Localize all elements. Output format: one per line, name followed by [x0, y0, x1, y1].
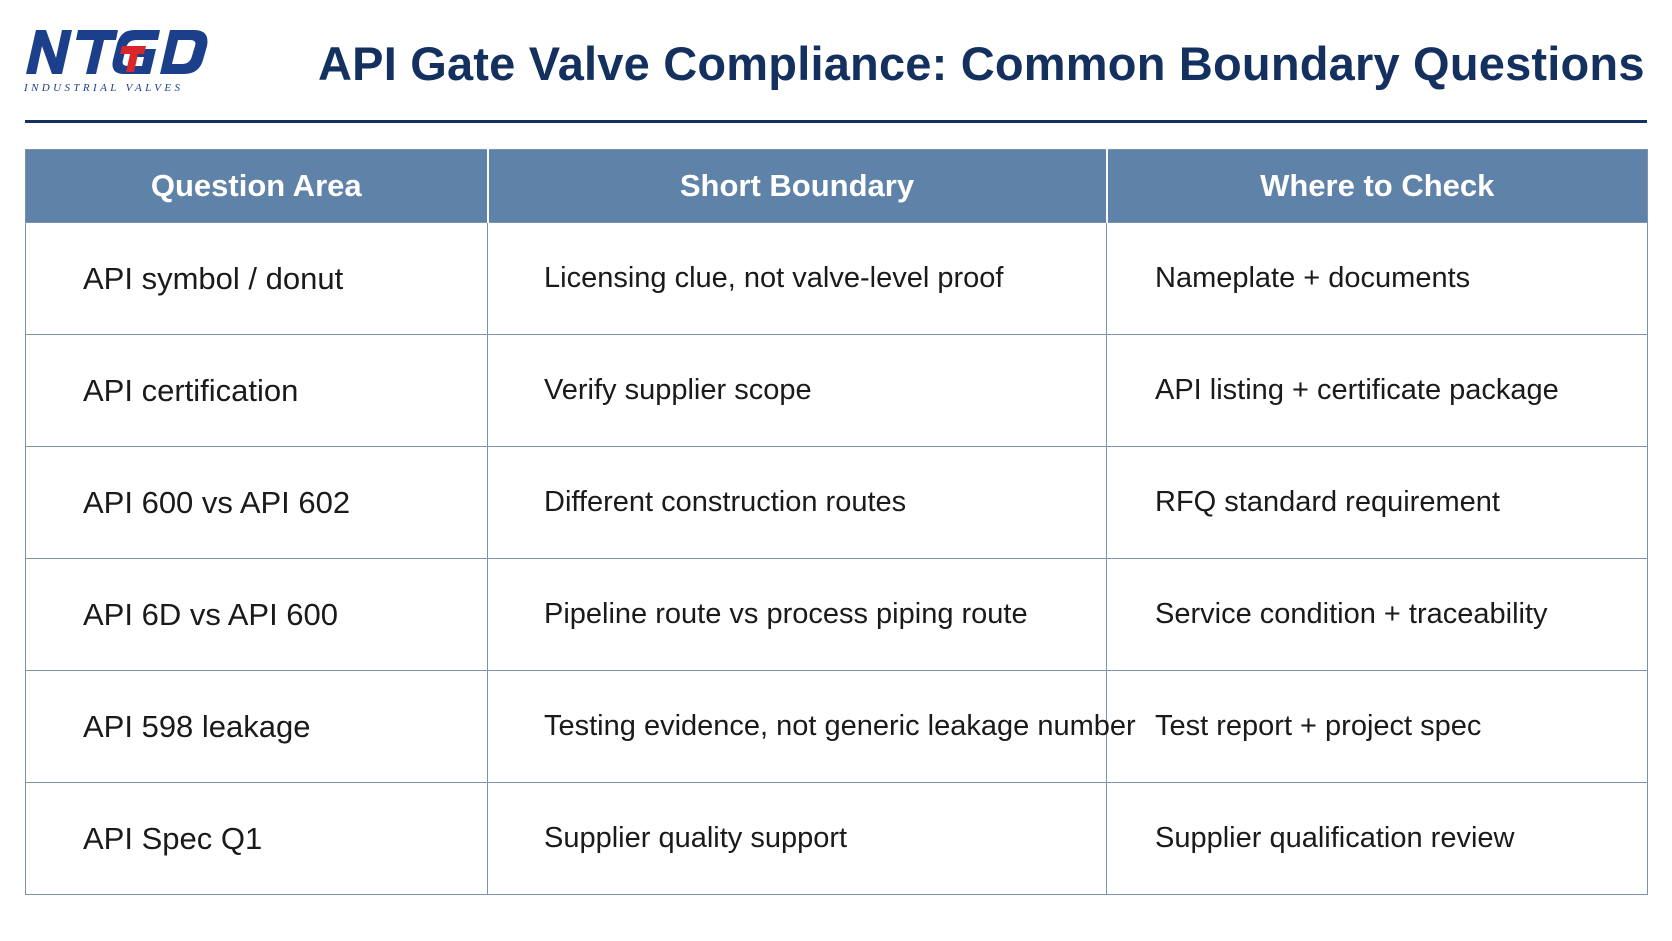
where-to-check-cell: Supplier qualification review [1106, 782, 1648, 895]
short-boundary-cell: Testing evidence, not generic leakage nu… [487, 670, 1136, 783]
question-area-cell: API symbol / donut [25, 222, 488, 335]
where-to-check-cell: Service condition + traceability [1106, 558, 1648, 671]
short-boundary-cell: Supplier quality support [487, 782, 1107, 895]
short-boundary-cell: Pipeline route vs process piping route [487, 558, 1107, 671]
boundary-questions-table: Question Area Short Boundary Where to Ch… [25, 149, 1648, 895]
table-row: API 600 vs API 602 Different constructio… [25, 446, 1648, 559]
table-row: API Spec Q1 Supplier quality support Sup… [25, 782, 1648, 895]
short-boundary-cell: Different construction routes [487, 446, 1107, 559]
table-row: API 598 leakage Testing evidence, not ge… [25, 670, 1648, 783]
where-to-check-cell: API listing + certificate package [1106, 334, 1648, 447]
where-to-check-cell: Nameplate + documents [1106, 222, 1648, 335]
logo-subtitle: INDUSTRIAL VALVES [24, 82, 184, 94]
question-area-cell: API 6D vs API 600 [25, 558, 488, 671]
table-row: API 6D vs API 600 Pipeline route vs proc… [25, 558, 1648, 671]
ntgd-logo-mark [26, 30, 208, 74]
table-row: API certification Verify supplier scope … [25, 334, 1648, 447]
question-area-cell: API 598 leakage [25, 670, 488, 783]
company-logo: INDUSTRIAL VALVES [22, 24, 212, 96]
column-header-where-to-check: Where to Check [1105, 149, 1648, 223]
question-area-cell: API certification [25, 334, 488, 447]
table-header-row: Question Area Short Boundary Where to Ch… [25, 149, 1648, 223]
table-row: API symbol / donut Licensing clue, not v… [25, 222, 1648, 335]
question-area-cell: API Spec Q1 [25, 782, 488, 895]
short-boundary-cell: Verify supplier scope [487, 334, 1107, 447]
where-to-check-cell: RFQ standard requirement [1106, 446, 1648, 559]
short-boundary-cell: Licensing clue, not valve-level proof [487, 222, 1107, 335]
title-divider [25, 120, 1647, 123]
column-header-question-area: Question Area [25, 149, 488, 223]
page-header: INDUSTRIAL VALVES API Gate Valve Complia… [0, 0, 1672, 124]
where-to-check-cell: Test report + project spec [1106, 670, 1648, 783]
column-header-short-boundary: Short Boundary [486, 149, 1107, 223]
page-title: API Gate Valve Compliance: Common Bounda… [318, 37, 1645, 90]
question-area-cell: API 600 vs API 602 [25, 446, 488, 559]
